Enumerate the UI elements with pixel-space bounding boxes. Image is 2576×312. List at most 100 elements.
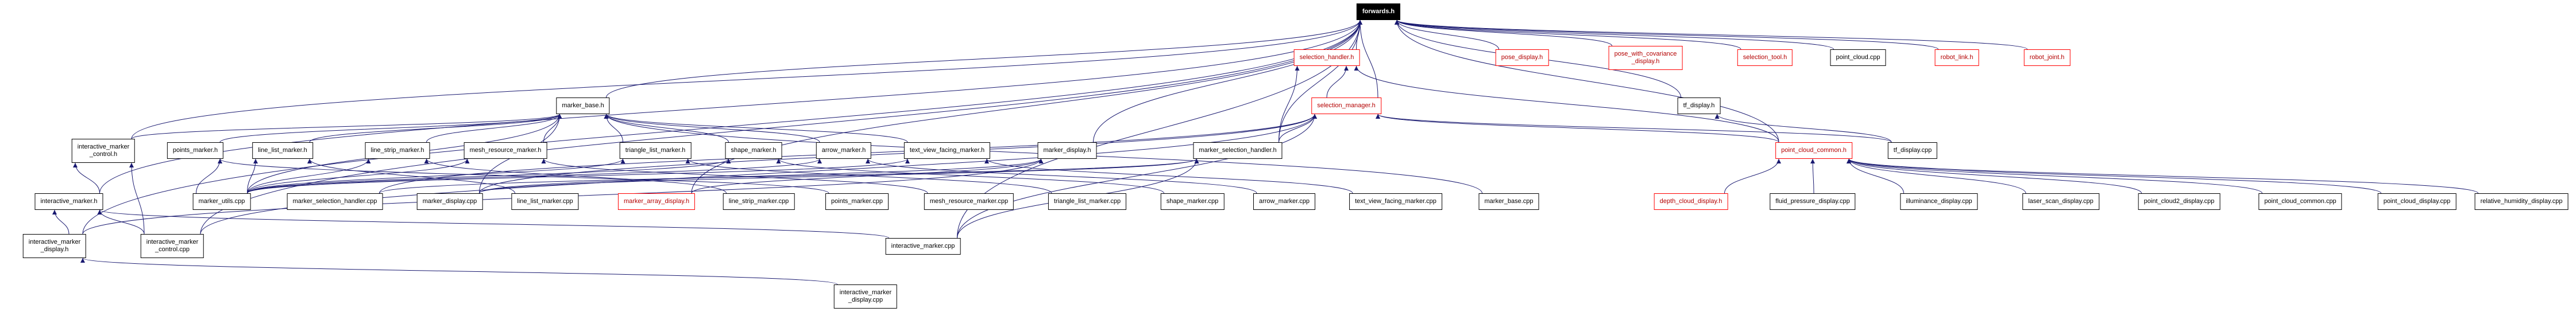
graph-node-relative_humidity_display_cpp[interactable]: relative_humidity_display.cpp <box>2474 193 2569 210</box>
graph-node-label: forwards.h <box>1362 8 1395 15</box>
graph-node-label: marker_base.cpp <box>1484 198 1534 205</box>
graph-node-label: illuminance_display.cpp <box>1906 198 1972 205</box>
graph-node-mesh_resource_marker_cpp[interactable]: mesh_resource_marker.cpp <box>924 193 1014 210</box>
graph-node-label: point_cloud_common.cpp <box>2264 198 2336 205</box>
graph-node-interactive_marker_h[interactable]: interactive_marker.h <box>34 193 103 210</box>
graph-node-marker_display_cpp[interactable]: marker_display.cpp <box>416 193 483 210</box>
graph-node-line_list_marker_h[interactable]: line_list_marker.h <box>252 142 313 159</box>
graph-node-interactive_marker_control_cpp[interactable]: interactive_marker_control.cpp <box>140 234 204 259</box>
graph-node-label: _display.h <box>1631 58 1660 65</box>
graph-node-point_cloud_cpp[interactable]: point_cloud.cpp <box>1830 49 1886 67</box>
graph-node-label: interactive_marker <box>77 143 130 150</box>
graph-node-label: line_strip_marker.h <box>370 147 424 154</box>
graph-node-label: tf_display.cpp <box>1893 147 1932 154</box>
graph-node-pose_display_h[interactable]: pose_display.h <box>1495 49 1549 67</box>
graph-node-label: line_list_marker.h <box>258 147 307 154</box>
graph-node-label: marker_array_display.h <box>623 198 690 205</box>
graph-node-label: tf_display.h <box>1683 102 1715 109</box>
graph-node-forwards_h[interactable]: forwards.h <box>1356 3 1401 21</box>
graph-node-label: fluid_pressure_display.cpp <box>1775 198 1850 205</box>
graph-node-mesh_resource_marker_h[interactable]: mesh_resource_marker.h <box>464 142 547 159</box>
graph-node-point_cloud_common_cpp[interactable]: point_cloud_common.cpp <box>2258 193 2342 210</box>
graph-node-label: _display.cpp <box>848 297 883 304</box>
graph-node-label: arrow_marker.h <box>821 147 866 154</box>
graph-node-interactive_marker_control_h[interactable]: interactive_marker_control.h <box>71 139 136 163</box>
graph-node-arrow_marker_cpp[interactable]: arrow_marker.cpp <box>1253 193 1316 210</box>
graph-node-fluid_pressure_display_cpp[interactable]: fluid_pressure_display.cpp <box>1770 193 1856 210</box>
graph-node-label: selection_handler.h <box>1299 54 1354 61</box>
graph-node-label: pose_display.h <box>1501 54 1543 61</box>
graph-node-label: robot_joint.h <box>2029 54 2065 61</box>
graph-node-text_view_facing_marker_h[interactable]: text_view_facing_marker.h <box>903 142 991 159</box>
graph-node-laser_scan_display_cpp[interactable]: laser_scan_display.cpp <box>2022 193 2099 210</box>
graph-node-label: points_marker.cpp <box>831 198 883 205</box>
graph-node-arrow_marker_h[interactable]: arrow_marker.h <box>816 142 872 159</box>
graph-node-depth_cloud_display_h[interactable]: depth_cloud_display.h <box>1654 193 1728 210</box>
graph-node-tf_display_cpp[interactable]: tf_display.cpp <box>1887 142 1938 159</box>
graph-node-label: marker_display.h <box>1043 147 1091 154</box>
graph-node-label: mesh_resource_marker.h <box>469 147 542 154</box>
graph-node-label: interactive_marker.cpp <box>891 243 955 249</box>
graph-node-label: marker_utils.cpp <box>198 198 245 205</box>
graph-node-interactive_marker_display_cpp[interactable]: interactive_marker_display.cpp <box>833 284 898 309</box>
graph-node-label: mesh_resource_marker.cpp <box>929 198 1009 205</box>
graph-node-marker_base_cpp[interactable]: marker_base.cpp <box>1478 193 1539 210</box>
graph-node-triangle_list_marker_cpp[interactable]: triangle_list_marker.cpp <box>1048 193 1127 210</box>
graph-node-label: pose_with_covariance <box>1614 50 1677 57</box>
graph-node-label: selection_tool.h <box>1743 54 1787 61</box>
graph-node-marker_selection_handler_h[interactable]: marker_selection_handler.h <box>1193 142 1283 159</box>
graph-node-selection_handler_h[interactable]: selection_handler.h <box>1293 49 1360 67</box>
graph-node-label: point_cloud.cpp <box>1836 54 1880 61</box>
graph-node-triangle_list_marker_h[interactable]: triangle_list_marker.h <box>619 142 692 159</box>
graph-node-label: _control.h <box>89 151 118 158</box>
graph-node-line_strip_marker_cpp[interactable]: line_strip_marker.cpp <box>723 193 795 210</box>
graph-node-text_view_facing_marker_cpp[interactable]: text_view_facing_marker.cpp <box>1349 193 1442 210</box>
graph-node-label: marker_base.h <box>562 102 604 109</box>
graph-node-shape_marker_h[interactable]: shape_marker.h <box>725 142 782 159</box>
graph-node-label: interactive_marker <box>839 289 892 296</box>
graph-node-label: interactive_marker <box>28 239 81 245</box>
graph-node-robot_link_h[interactable]: robot_link.h <box>1934 49 1979 67</box>
graph-node-label: marker_display.cpp <box>422 198 477 205</box>
graph-node-points_marker_h[interactable]: points_marker.h <box>167 142 224 159</box>
graph-node-label: point_cloud_common.h <box>1781 147 1847 154</box>
graph-node-line_strip_marker_h[interactable]: line_strip_marker.h <box>365 142 430 159</box>
graph-node-label: interactive_marker.h <box>40 198 98 205</box>
graph-node-label: marker_selection_handler.cpp <box>292 198 377 205</box>
graph-node-label: triangle_list_marker.h <box>625 147 686 154</box>
graph-node-robot_joint_h[interactable]: robot_joint.h <box>2023 49 2071 67</box>
graph-node-marker_base_h[interactable]: marker_base.h <box>556 98 610 115</box>
graph-node-point_cloud_common_h[interactable]: point_cloud_common.h <box>1775 142 1852 159</box>
graph-node-marker_array_display_h[interactable]: marker_array_display.h <box>617 193 696 210</box>
graph-node-label: points_marker.h <box>172 147 218 154</box>
graph-node-point_cloud_display_cpp[interactable]: point_cloud_display.cpp <box>2377 193 2457 210</box>
graph-node-label: point_cloud_display.cpp <box>2383 198 2451 205</box>
graph-node-label: relative_humidity_display.cpp <box>2480 198 2563 205</box>
graph-node-line_list_marker_cpp[interactable]: line_list_marker.cpp <box>511 193 579 210</box>
graph-node-label: line_strip_marker.cpp <box>728 198 789 205</box>
graph-node-selection_tool_h[interactable]: selection_tool.h <box>1737 49 1793 67</box>
graph-node-label: text_view_facing_marker.h <box>909 147 985 154</box>
graph-node-label: interactive_marker <box>146 239 199 245</box>
graph-node-label: shape_marker.cpp <box>1166 198 1219 205</box>
graph-node-marker_display_h[interactable]: marker_display.h <box>1037 142 1097 159</box>
graph-node-interactive_marker_cpp[interactable]: interactive_marker.cpp <box>885 238 961 255</box>
graph-node-points_marker_cpp[interactable]: points_marker.cpp <box>825 193 889 210</box>
graph-node-label: laser_scan_display.cpp <box>2028 198 2094 205</box>
graph-node-illuminance_display_cpp[interactable]: illuminance_display.cpp <box>1900 193 1978 210</box>
graph-node-label: triangle_list_marker.cpp <box>1053 198 1121 205</box>
graph-node-label: _display.h <box>40 246 69 253</box>
graph-node-label: robot_link.h <box>1940 54 1973 61</box>
graph-node-shape_marker_cpp[interactable]: shape_marker.cpp <box>1160 193 1225 210</box>
graph-node-pose_with_covariance_display_h[interactable]: pose_with_covariance_display.h <box>1608 46 1683 71</box>
graph-node-interactive_marker_display_h[interactable]: interactive_marker_display.h <box>22 234 87 259</box>
graph-node-selection_manager_h[interactable]: selection_manager.h <box>1311 98 1381 115</box>
graph-node-point_cloud2_display_cpp[interactable]: point_cloud2_display.cpp <box>2138 193 2220 210</box>
graph-node-marker_utils_cpp[interactable]: marker_utils.cpp <box>192 193 251 210</box>
graph-node-marker_selection_handler_cpp[interactable]: marker_selection_handler.cpp <box>287 193 383 210</box>
graph-node-tf_display_h[interactable]: tf_display.h <box>1677 98 1721 115</box>
graph-node-label: marker_selection_handler.h <box>1199 147 1277 154</box>
graph-node-label: selection_manager.h <box>1317 102 1376 109</box>
